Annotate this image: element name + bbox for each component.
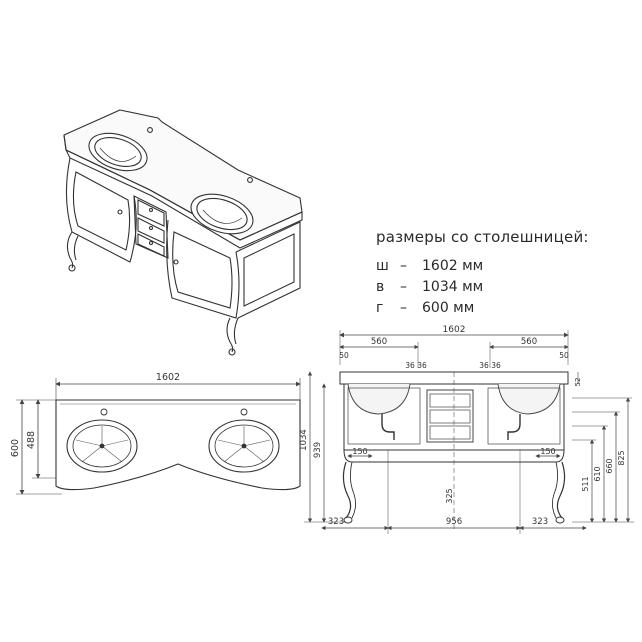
inner-left-label: 150 xyxy=(352,447,367,456)
center-height-label: 325 xyxy=(445,488,454,503)
offset-left-label: 36 xyxy=(405,361,415,370)
spec-dash: – xyxy=(400,299,407,316)
offset-mid-left-label: 36 xyxy=(417,361,427,370)
front-width-label: 1602 xyxy=(443,325,466,335)
height-660-label: 660 xyxy=(605,458,614,473)
top-view: 1602 600 488 xyxy=(10,372,301,495)
spec-dash: – xyxy=(400,278,407,295)
edge-right-label: 50 xyxy=(559,351,569,360)
height-total-label: 1034 xyxy=(299,429,309,451)
spec-value: 1602 мм xyxy=(422,257,484,274)
offset-right-label: 36 xyxy=(491,361,501,370)
height-610-label: 610 xyxy=(593,466,602,481)
height-511-label: 511 xyxy=(581,476,590,491)
height-body-label: 939 xyxy=(313,442,323,458)
dimensions-spec: размеры со столешницей: ш – 1602 мм в – … xyxy=(376,228,626,318)
basin-left-label: 560 xyxy=(371,337,387,347)
spec-dash: – xyxy=(400,257,407,274)
offset-mid-right-label: 36 xyxy=(479,361,489,370)
isometric-view xyxy=(63,109,303,356)
leg-span-label: 956 xyxy=(446,517,462,527)
edge-left-label: 50 xyxy=(339,351,349,360)
leg-right-label: 323 xyxy=(532,517,548,527)
height-825-label: 825 xyxy=(617,450,626,465)
spec-row-depth: г – 600 мм xyxy=(376,297,626,318)
front-view: 1602 560 560 50 36 36 36 36 50 xyxy=(299,325,634,534)
spec-title: размеры со столешницей: xyxy=(376,228,589,246)
spec-key: г xyxy=(376,299,384,316)
spec-value: 1034 мм xyxy=(422,278,484,295)
top-inner-depth-label: 488 xyxy=(26,431,37,449)
top-depth-label: 600 xyxy=(10,439,21,457)
spec-key: ш xyxy=(376,257,389,274)
spec-row-width: ш – 1602 мм xyxy=(376,255,626,276)
top-width-label: 1602 xyxy=(156,372,180,383)
spec-key: в xyxy=(376,278,385,295)
spec-value: 600 мм xyxy=(422,299,475,316)
spec-row-height: в – 1034 мм xyxy=(376,276,626,297)
basin-right-label: 560 xyxy=(521,337,537,347)
height-top-right-label: 52 xyxy=(574,378,582,387)
inner-right-label: 150 xyxy=(540,447,555,456)
